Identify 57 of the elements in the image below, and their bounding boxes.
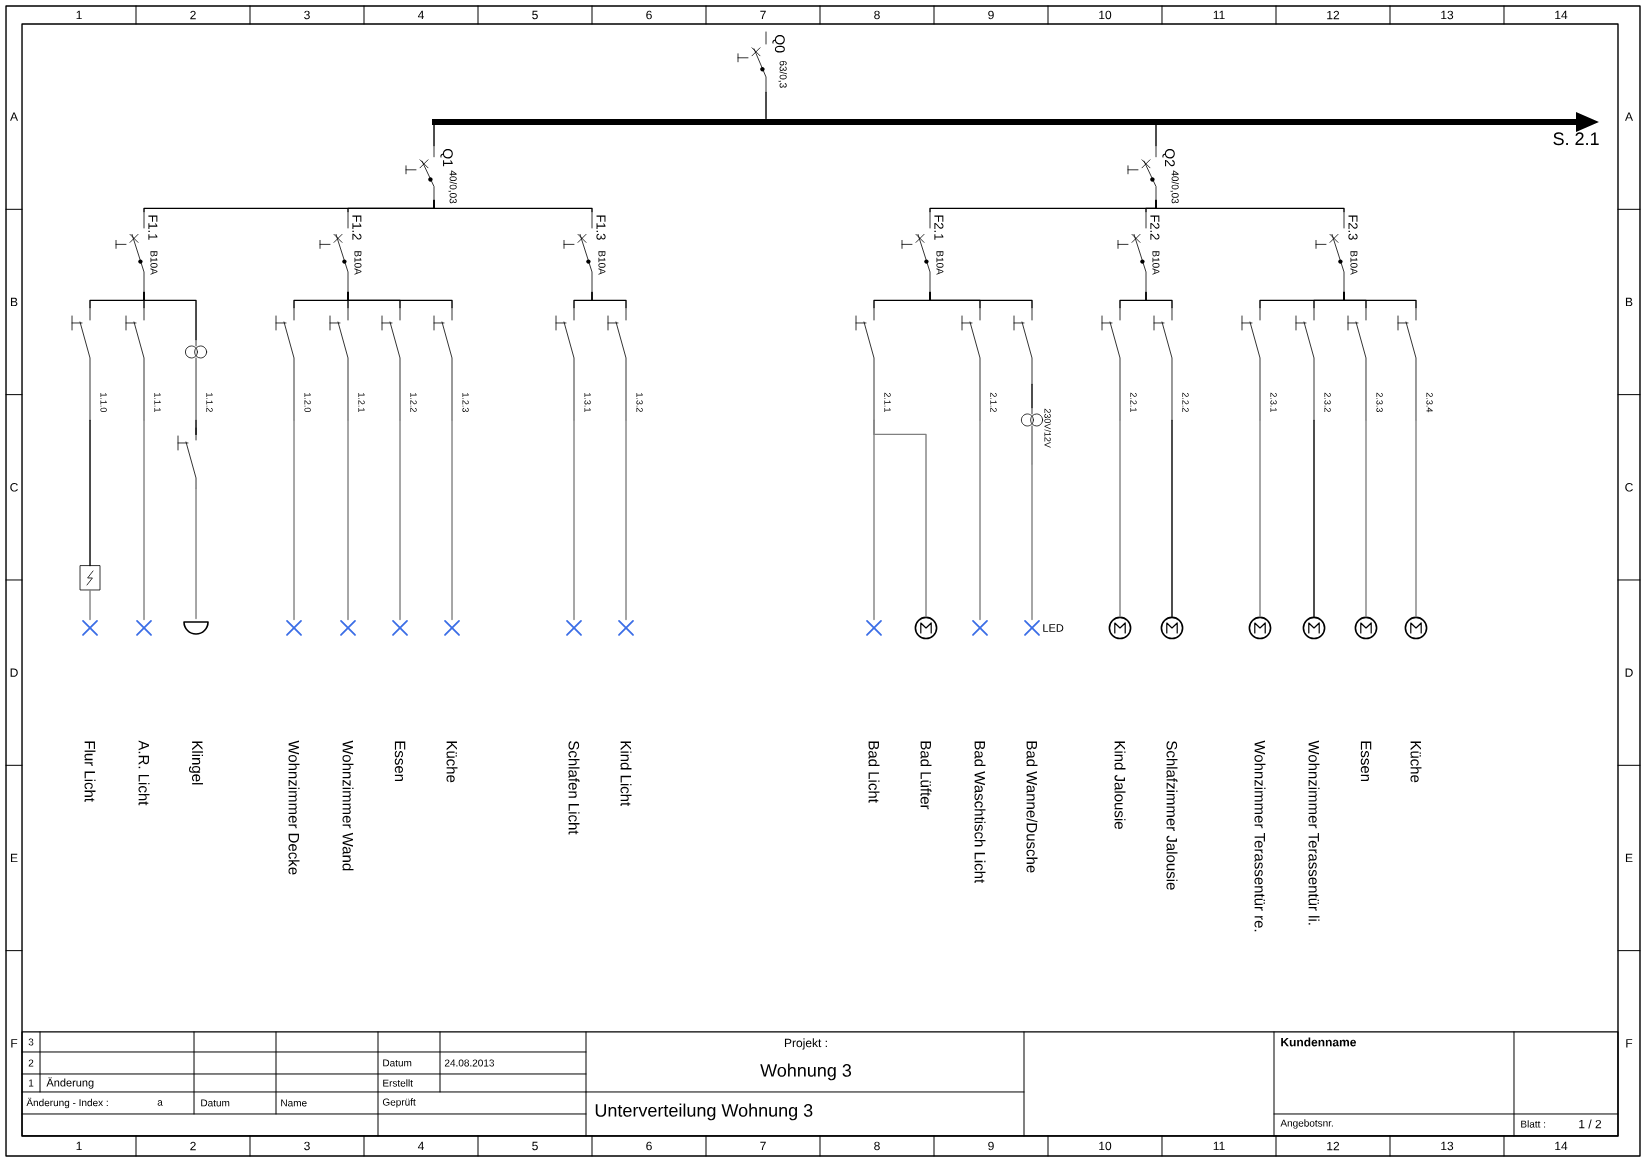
wire xyxy=(195,487,197,620)
wire xyxy=(1343,291,1417,309)
wire xyxy=(873,419,927,618)
lamp-outlet-symbol xyxy=(1024,620,1040,636)
wire xyxy=(1171,419,1173,618)
wire xyxy=(929,291,1033,309)
lamp-outlet-symbol xyxy=(340,620,356,636)
wire xyxy=(293,419,295,621)
wire xyxy=(143,419,145,621)
wire xyxy=(89,419,91,567)
wire xyxy=(1313,419,1315,618)
wire xyxy=(433,199,593,213)
lamp-outlet-symbol xyxy=(972,620,988,636)
busbar xyxy=(432,119,1520,125)
title-block-text: Unterverteilung Wohnung 3 xyxy=(595,1103,813,1121)
lamp-outlet-symbol xyxy=(566,620,582,636)
lamp-outlet-symbol xyxy=(444,620,460,636)
lamp-outlet-symbol xyxy=(866,620,882,636)
wire xyxy=(979,419,981,621)
wire xyxy=(399,419,401,621)
motor-symbol xyxy=(1354,616,1378,640)
wire xyxy=(1155,124,1157,147)
timer-box xyxy=(79,565,101,591)
sheet-reference: S. 2.1 xyxy=(1553,132,1599,146)
wire xyxy=(573,419,575,621)
wire xyxy=(195,419,197,436)
lamp-outlet-symbol xyxy=(82,620,98,636)
wire xyxy=(1155,199,1345,213)
motor-symbol xyxy=(1248,616,1272,640)
wire xyxy=(1365,419,1367,618)
wire xyxy=(625,419,627,621)
bell-symbol xyxy=(183,621,209,635)
motor-symbol xyxy=(914,616,938,640)
motor-symbol xyxy=(1108,616,1132,640)
wire xyxy=(1031,383,1033,409)
lamp-outlet-symbol xyxy=(136,620,152,636)
wire xyxy=(347,291,453,309)
wire xyxy=(451,419,453,621)
lamp-outlet-symbol xyxy=(392,620,408,636)
wire xyxy=(1415,419,1417,618)
wire xyxy=(89,589,91,621)
lamp-outlet-symbol xyxy=(618,620,634,636)
wire xyxy=(591,291,627,309)
wire xyxy=(347,419,349,621)
switch-symbol xyxy=(1013,307,1033,385)
wire xyxy=(1119,419,1121,618)
wire xyxy=(765,91,767,120)
title-block-text: Wohnung 3 xyxy=(760,1063,852,1081)
lamp-outlet-symbol xyxy=(286,620,302,636)
wire xyxy=(433,124,435,147)
wire xyxy=(1145,291,1173,309)
motor-symbol xyxy=(1404,616,1428,640)
motor-symbol xyxy=(1160,616,1184,640)
wire xyxy=(1031,463,1033,621)
motor-symbol xyxy=(1302,616,1326,640)
wire xyxy=(1259,419,1261,618)
wire xyxy=(143,291,197,341)
